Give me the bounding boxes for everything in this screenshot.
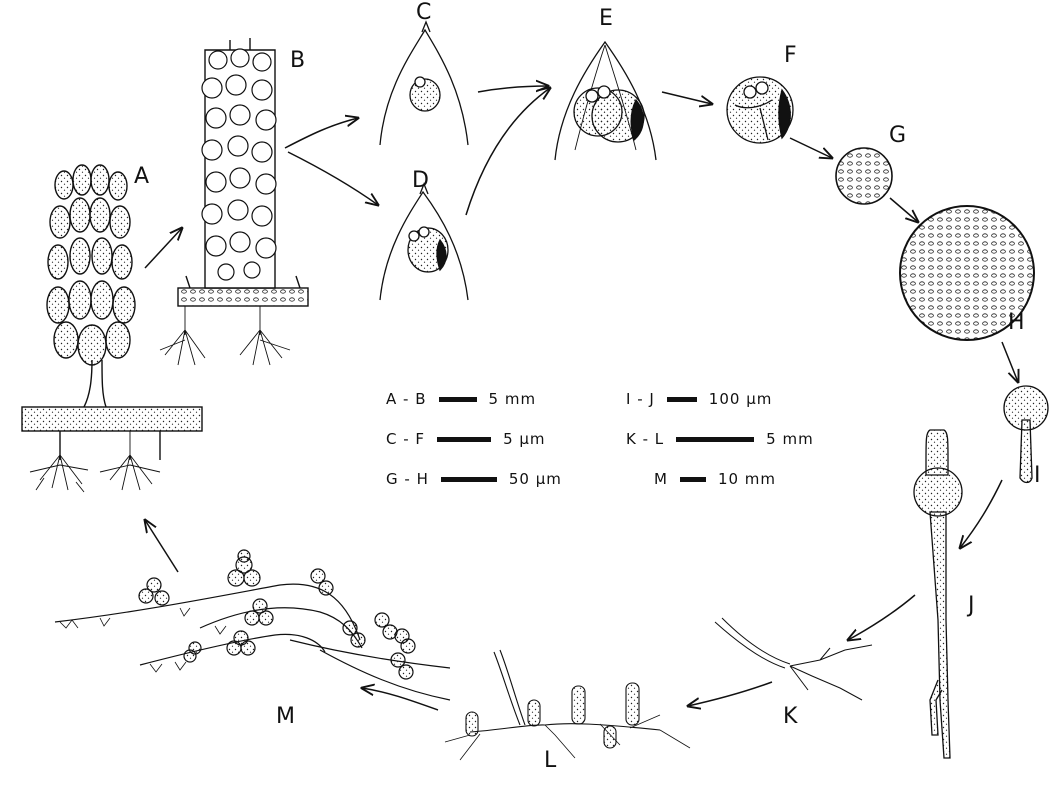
stage-j-germling — [914, 430, 962, 758]
arrow-m-to-a — [145, 520, 178, 572]
stage-g-cyst — [836, 148, 892, 204]
stage-e-zygote — [555, 42, 656, 160]
stage-d-gametangium — [380, 184, 468, 300]
scale-range: A - B — [386, 390, 427, 408]
scale-value: 5 mm — [766, 430, 814, 448]
scale-range: K - L — [626, 430, 664, 448]
label-e: E — [599, 8, 613, 30]
label-j: J — [968, 595, 975, 617]
scale-bar-line — [439, 397, 477, 402]
scale-value: 10 mm — [718, 470, 776, 488]
scale-bar-line — [437, 437, 491, 442]
scale-bar-line — [676, 437, 754, 442]
scale-bar-c-f: C - F 5 µm — [386, 430, 546, 448]
arrow-l-to-m — [362, 688, 438, 710]
arrow-b-to-c — [285, 118, 358, 148]
label-m: M — [276, 706, 295, 728]
label-k: K — [783, 706, 797, 728]
scale-bar-g-h: G - H 50 µm — [386, 470, 562, 488]
arrow-e-to-f — [662, 92, 712, 104]
label-h: H — [1008, 312, 1025, 334]
scale-range: M — [654, 470, 668, 488]
stage-c-gametangium — [380, 22, 468, 145]
label-f: F — [784, 45, 797, 67]
stage-k-sporeling — [715, 618, 872, 700]
label-i: I — [1034, 465, 1041, 487]
stage-m-mature-thalli — [55, 550, 450, 700]
arrow-i-to-j — [960, 480, 1002, 548]
arrow-f-to-g — [790, 138, 832, 158]
label-c: C — [416, 2, 431, 24]
label-d: D — [412, 170, 429, 192]
stage-a-frond — [22, 165, 202, 492]
label-a: A — [134, 166, 149, 188]
arrow-b-to-d — [288, 152, 378, 205]
stage-f-zygote — [727, 77, 793, 143]
scale-bar-line — [667, 397, 697, 402]
scale-bar-k-l: K - L 5 mm — [626, 430, 814, 448]
arrow-h-to-i — [1002, 342, 1018, 382]
stage-b-fertile-frond — [160, 38, 308, 365]
scale-value: 5 µm — [503, 430, 545, 448]
scale-bar-i-j: I - J 100 µm — [626, 390, 772, 408]
label-b: B — [290, 50, 305, 72]
label-l: L — [544, 750, 556, 772]
scale-bar-line — [680, 477, 706, 482]
scale-range: G - H — [386, 470, 429, 488]
arrow-a-to-b — [145, 228, 182, 268]
scale-value: 5 mm — [489, 390, 537, 408]
scale-bar-a-b: A - B 5 mm — [386, 390, 536, 408]
stage-l-creeping-filament — [445, 650, 690, 760]
scale-bar-m: M 10 mm — [654, 470, 776, 488]
stage-i-germling — [1004, 386, 1048, 483]
arrow-j-to-k — [848, 595, 915, 640]
scale-range: I - J — [626, 390, 655, 408]
scale-range: C - F — [386, 430, 425, 448]
arrow-d-to-e — [466, 88, 550, 215]
scale-bar-line — [441, 477, 497, 482]
arrow-k-to-l — [688, 682, 772, 706]
label-g: G — [889, 125, 906, 147]
scale-value: 50 µm — [509, 470, 562, 488]
arrow-g-to-h — [890, 198, 918, 222]
arrow-c-to-e — [478, 86, 548, 92]
scale-value: 100 µm — [709, 390, 773, 408]
